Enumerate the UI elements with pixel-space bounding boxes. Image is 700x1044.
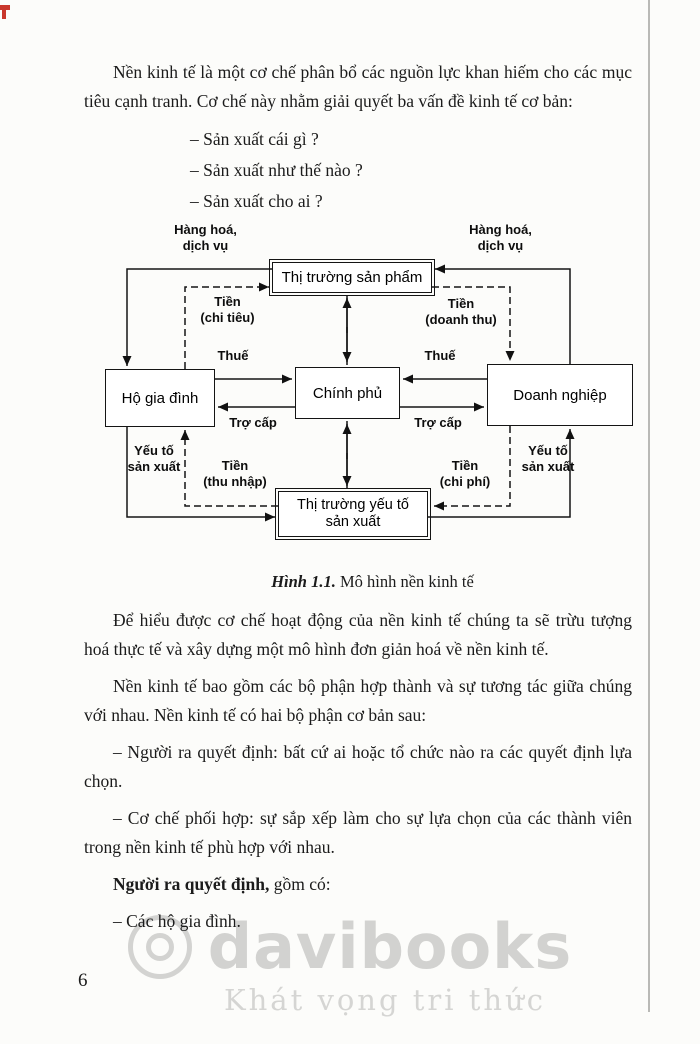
- box-firm: Doanh nghiệp: [487, 364, 633, 426]
- figure-caption-number: Hình 1.1.: [271, 572, 336, 591]
- figure-caption: Hình 1.1. Mô hình nền kinh tế: [84, 570, 632, 594]
- paragraph-decision-makers-lead: Người ra quyết định, gồm có:: [84, 870, 632, 899]
- red-ink-mark: [0, 5, 10, 19]
- decision-makers-lead-bold: Người ra quyết định,: [113, 874, 270, 894]
- decision-makers-lead-rest: gồm có:: [269, 874, 331, 894]
- label-subsidy-right: Trợ cấp: [414, 415, 462, 430]
- label-goods-services-left: Hàng hoá, dịch vụ: [174, 222, 237, 253]
- figure-caption-text: Mô hình nền kinh tế: [335, 572, 474, 591]
- label-money-cost: Tiền (chi phí): [439, 458, 491, 489]
- watermark-brand-row: davibooks: [0, 910, 700, 983]
- question-what-to-produce: – Sản xuất cái gì ?: [190, 129, 319, 149]
- watermark-slogan: Khát vọng tri thức: [223, 983, 547, 1017]
- paragraph-decision-makers: – Người ra quyết định: bất cứ ai hoặc tổ…: [84, 742, 632, 791]
- label-money-spending: Tiền (chi tiêu): [200, 294, 255, 325]
- label-money-income: Tiền (thu nhập): [203, 458, 267, 489]
- label-factors-right: Yếu tố sản xuất: [521, 443, 575, 474]
- page-edge-line: [648, 0, 650, 1012]
- paragraph-intro: Nền kinh tế là một cơ chế phân bổ các ng…: [84, 62, 632, 111]
- box-product-market: Thị trường sản phẩm: [269, 259, 435, 296]
- label-goods-services-right: Hàng hoá, dịch vụ: [469, 222, 532, 253]
- paragraph-households-item: – Các hộ gia đình.: [113, 911, 241, 931]
- question-for-whom: – Sản xuất cho ai ?: [190, 191, 323, 211]
- davibooks-logo-icon: [127, 914, 192, 979]
- label-tax-left: Thuế: [217, 348, 249, 363]
- question-how-to-produce: – Sản xuất như thế nào ?: [190, 160, 363, 180]
- page-number: 6: [78, 970, 88, 991]
- label-tax-right: Thuế: [424, 348, 456, 363]
- watermark-brand: davibooks: [207, 910, 573, 983]
- paragraph-coordination: – Cơ chế phối hợp: sự sắp xếp làm cho sự…: [84, 808, 632, 857]
- box-factor-market: Thị trường yếu tố sản xuất: [275, 488, 431, 540]
- scan-watermark: davibooks Khát vọng tri thức: [0, 910, 700, 1017]
- label-money-revenue: Tiền (doanh thu): [425, 296, 497, 327]
- page-content: Nền kinh tế là một cơ chế phân bổ các ng…: [0, 62, 700, 931]
- box-government: Chính phủ: [295, 367, 400, 419]
- paragraph-economy-parts: Nền kinh tế bao gồm các bộ phận hợp thàn…: [84, 676, 632, 725]
- economy-circular-flow-diagram: Thị trường sản phẩm Hộ gia đình Chính ph…: [0, 217, 700, 562]
- paragraph-model-abstract: Để hiểu được cơ chế hoạt động của nền ki…: [84, 610, 632, 659]
- label-subsidy-left: Trợ cấp: [229, 415, 277, 430]
- flow-arrows-svg: [122, 264, 575, 522]
- label-factors-left: Yếu tố sản xuất: [127, 443, 181, 474]
- box-household: Hộ gia đình: [105, 369, 215, 427]
